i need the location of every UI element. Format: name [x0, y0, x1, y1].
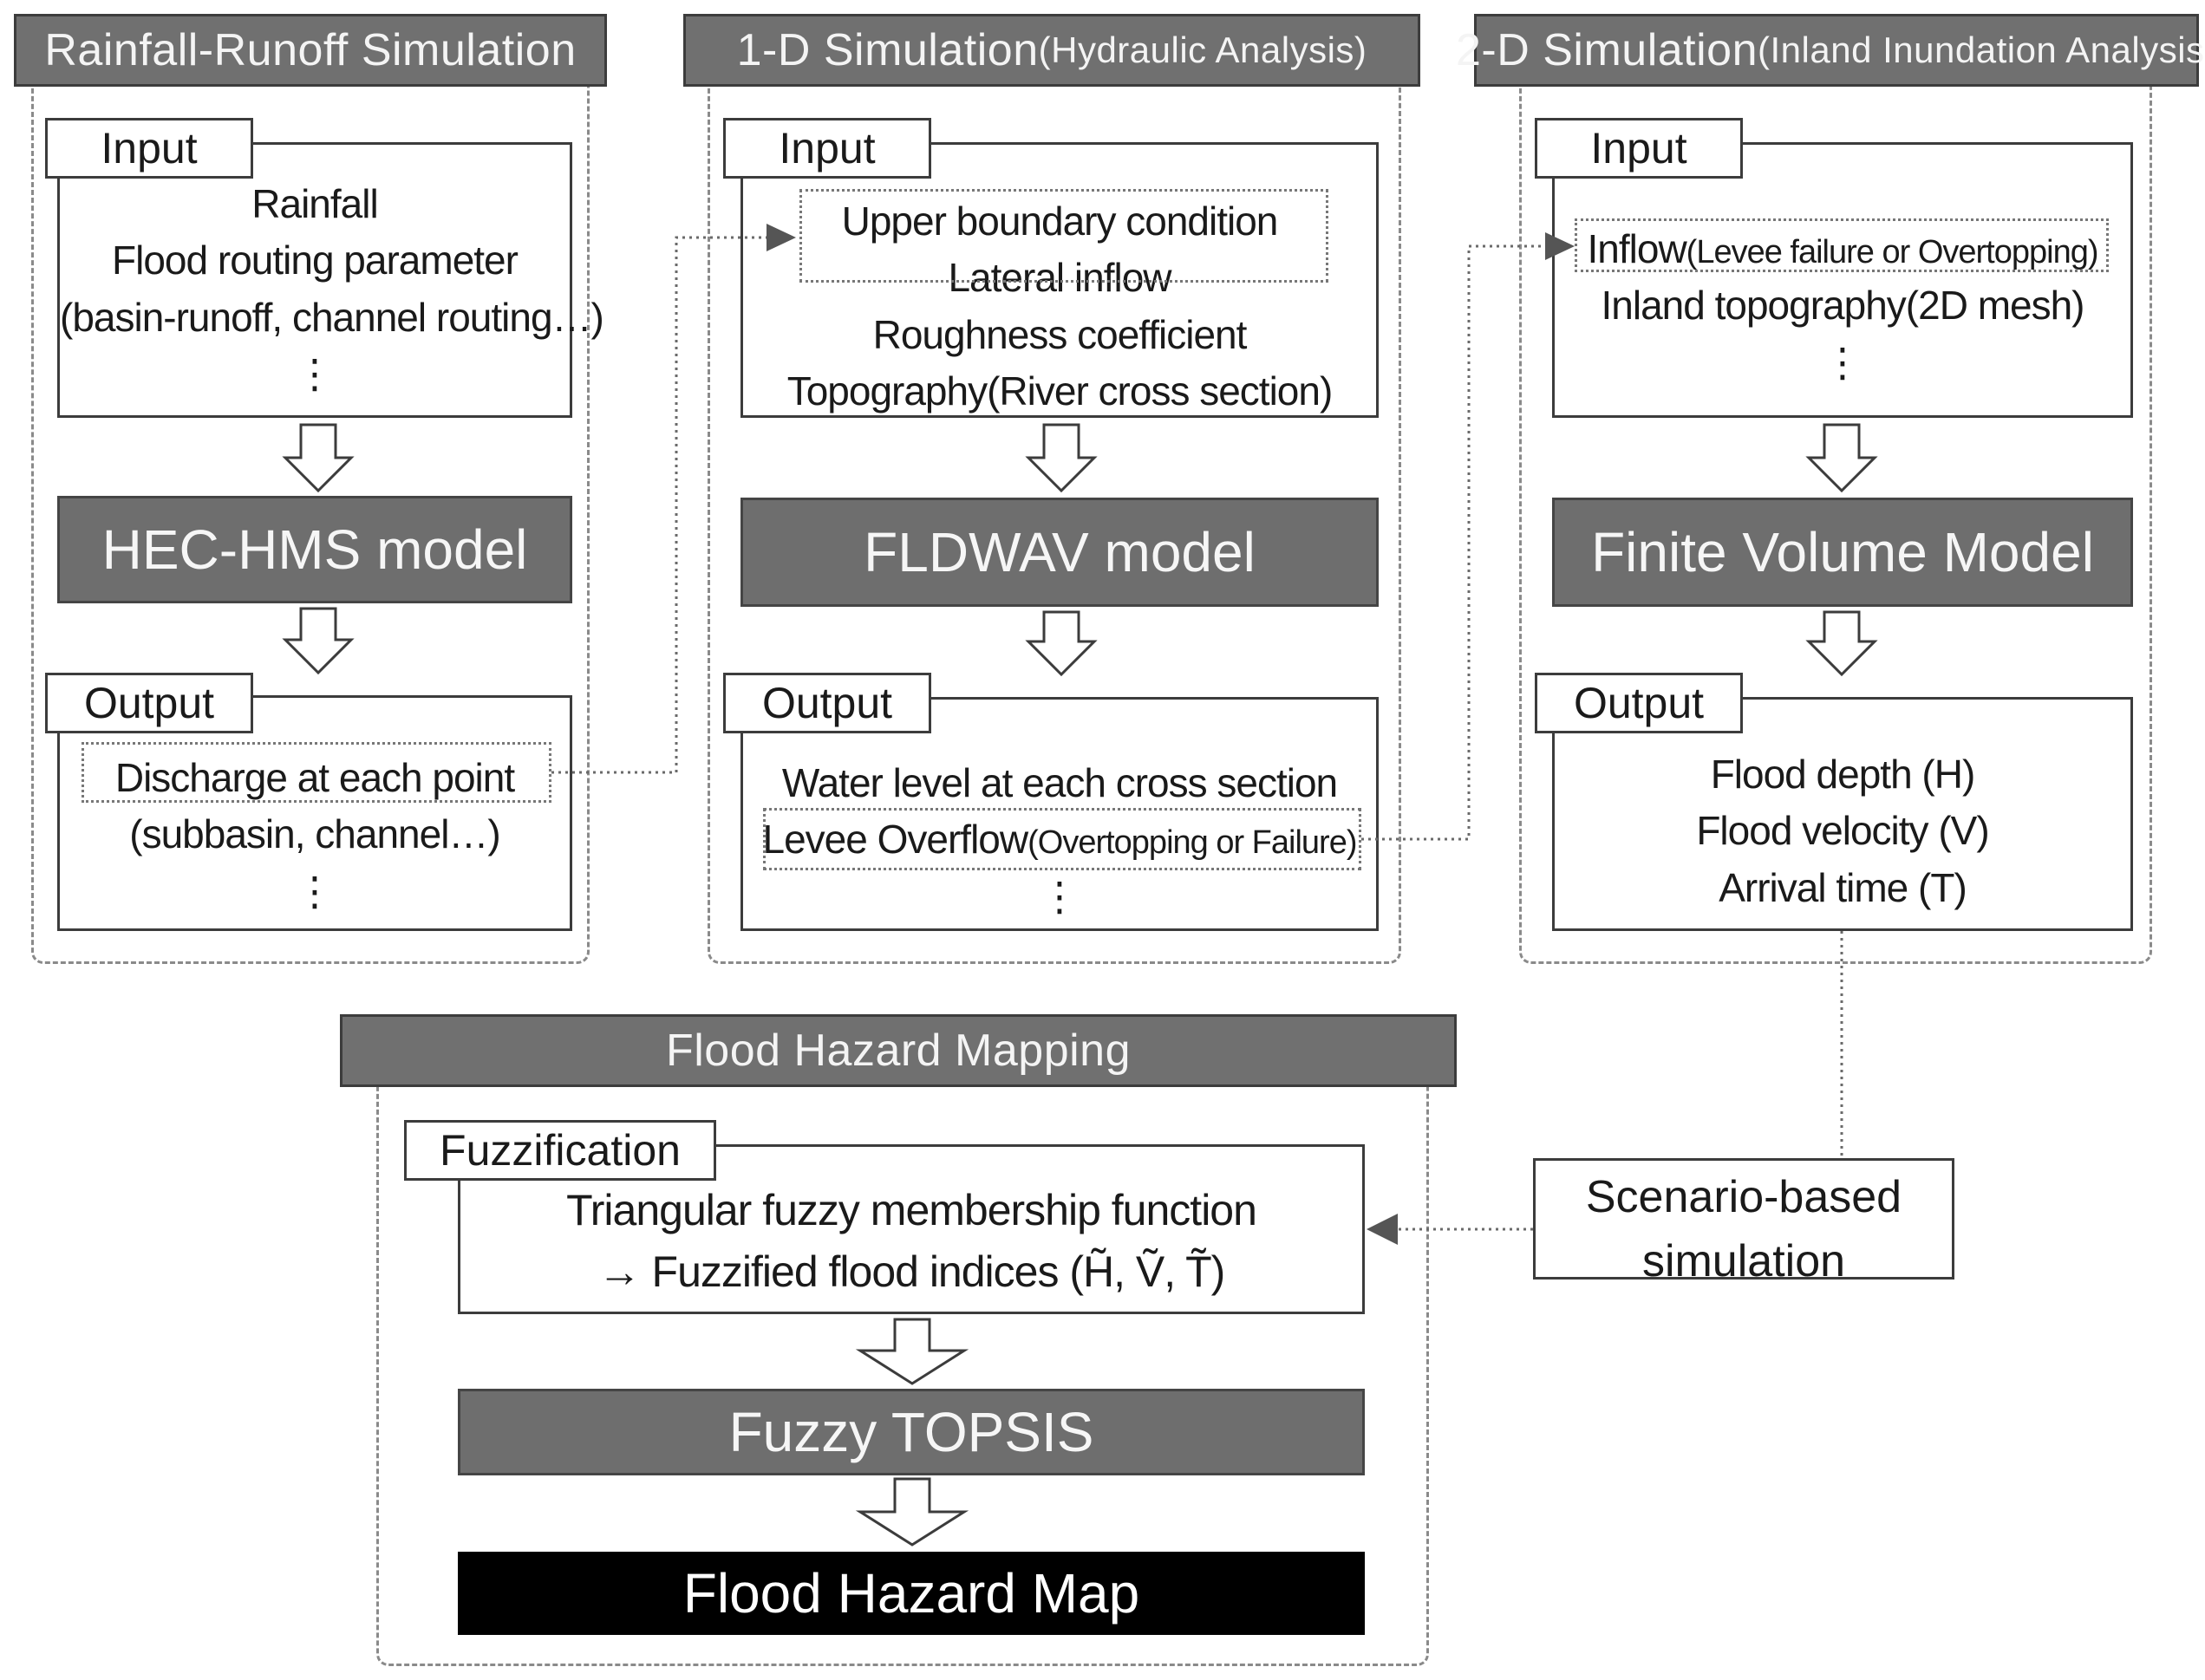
rainfall-runoff-title: Rainfall-Runoff Simulation — [44, 25, 577, 75]
finite-volume-model-box: Finite Volume Model — [1552, 498, 2133, 607]
one-d-output-label: Output — [761, 679, 893, 727]
one-d-input-line-4: Topography(River cross section) — [786, 368, 1334, 413]
flood-hazard-map-box: Flood Hazard Map — [458, 1552, 1365, 1635]
one-d-input-tab: Input — [723, 118, 931, 179]
two-d-input-box: Inflow(Levee failure or Overtopping) Inl… — [1552, 142, 2133, 418]
one-d-output-ellipsis: ⋮ — [1040, 873, 1080, 919]
one-d-output-line-1: Water level at each cross section — [781, 760, 1338, 805]
fuzzification-label: Fuzzification — [440, 1126, 681, 1175]
arrow-down-hms-out — [282, 607, 355, 675]
rainfall-input-line-1: Rainfall — [251, 181, 378, 226]
one-d-title: 1-D Simulation — [736, 25, 1039, 75]
one-d-output-box: Water level at each cross section Levee … — [740, 697, 1379, 931]
two-d-input-tab: Input — [1535, 118, 1743, 179]
rainfall-input-ellipsis: ⋮ — [295, 350, 335, 396]
levee-overflow-text: Levee Overflow — [762, 817, 1029, 863]
flood-hazard-map-label: Flood Hazard Map — [682, 1562, 1140, 1625]
fldwav-model-label: FLDWAV model — [864, 521, 1256, 583]
two-d-input-label: Input — [1590, 124, 1687, 173]
arrowhead-1d-input — [767, 224, 796, 251]
two-d-input-ellipsis: ⋮ — [1823, 339, 1863, 385]
finite-volume-model-label: Finite Volume Model — [1591, 521, 2094, 583]
rainfall-output-line-1: Discharge at each point — [114, 755, 515, 800]
scenario-line-2: simulation — [1641, 1235, 1846, 1286]
arrow-down-map-in — [855, 1477, 969, 1547]
fuzzy-topsis-box: Fuzzy TOPSIS — [458, 1389, 1365, 1475]
rainfall-input-line-2: Flood routing parameter — [112, 238, 519, 283]
hazard-mapping-title: Flood Hazard Mapping — [665, 1026, 1132, 1076]
arrow-down-hms-in — [282, 423, 355, 493]
two-d-input-line-1: Inflow(Levee failure or Overtopping) — [1555, 221, 2130, 277]
two-d-title: 2-D Simulation — [1455, 25, 1758, 75]
one-d-input-line-1: Upper boundary condition — [841, 199, 1279, 244]
fuzzification-line-2: → Fuzzified flood indices (H̃, Ṽ, T̃) — [597, 1247, 1226, 1296]
hec-hms-model-box: HEC-HMS model — [57, 496, 572, 603]
scenario-line-1: Scenario-based — [1585, 1172, 1902, 1222]
rainfall-output-box: Discharge at each point (subbasin, chann… — [57, 695, 572, 931]
scenario-box: Scenario-based simulation — [1533, 1158, 1954, 1286]
two-d-header: 2-D Simulation(Inland Inundation Analysi… — [1456, 14, 2205, 87]
arrow-down-topsis-in — [855, 1318, 969, 1385]
fldwav-model-box: FLDWAV model — [740, 498, 1379, 607]
inflow-text: Inflow — [1587, 226, 1687, 271]
rainfall-output-tab: Output — [45, 673, 253, 733]
rainfall-input-tab: Input — [45, 118, 253, 179]
fuzzification-line-1: Triangular fuzzy membership function — [566, 1186, 1257, 1234]
one-d-header: 1-D Simulation(Hydraulic Analysis) — [683, 14, 1420, 87]
fuzzification-tab: Fuzzification — [404, 1120, 716, 1181]
boundary-inflow-highlight — [799, 189, 1328, 283]
two-d-output-tab: Output — [1535, 673, 1743, 733]
arrowhead-2d-input — [1545, 232, 1575, 260]
inflow-highlight — [1575, 218, 2109, 272]
connector-discharge-to-1d — [551, 236, 772, 774]
discharge-highlight — [82, 742, 551, 803]
rainfall-input-label: Input — [101, 124, 198, 173]
levee-overflow-highlight — [763, 808, 1361, 870]
arrowhead-fuzzification — [1367, 1214, 1398, 1245]
fuzzy-topsis-label: Fuzzy TOPSIS — [728, 1401, 1094, 1463]
two-d-output-line-1: Flood depth (H) — [1710, 752, 1976, 797]
levee-overflow-sub: (Overtopping or Failure) — [1027, 824, 1357, 862]
rainfall-output-label: Output — [83, 679, 215, 727]
one-d-title-sub: (Hydraulic Analysis) — [1038, 29, 1367, 70]
two-d-input-line-2: Inland topography(2D mesh) — [1601, 283, 2085, 329]
hazard-mapping-header: Flood Hazard Mapping — [340, 1014, 1457, 1087]
one-d-input-label: Input — [779, 124, 876, 173]
one-d-output-tab: Output — [723, 673, 931, 733]
hec-hms-model-label: HEC-HMS model — [101, 518, 528, 581]
connector-levee-to-2d — [1361, 244, 1547, 841]
rainfall-input-box: Rainfall Flood routing parameter (basin-… — [57, 142, 604, 418]
two-d-output-line-2: Flood velocity (V) — [1696, 808, 1989, 854]
two-d-output-line-3: Arrival time (T) — [1719, 864, 1967, 910]
rainfall-output-line-2: (subbasin, channel…) — [129, 811, 500, 857]
two-d-output-label: Output — [1573, 679, 1705, 727]
inflow-sub: (Levee failure or Overtopping) — [1686, 234, 2099, 270]
arrow-down-fldwav-out — [1025, 610, 1098, 677]
arrow-down-fvm-in — [1805, 423, 1878, 493]
arrow-down-fldwav-in — [1025, 423, 1098, 493]
two-d-title-sub: (Inland Inundation Analysis) — [1758, 29, 2205, 70]
one-d-output-line-2: Levee Overflow(Overtopping or Failure) — [743, 811, 1376, 868]
two-d-output-box: Flood depth (H) Flood velocity (V) Arriv… — [1552, 697, 2133, 931]
rainfall-input-line-3: (basin-runoff, channel routing…) — [60, 294, 604, 340]
one-d-input-line-3: Roughness coefficient — [872, 311, 1248, 357]
rainfall-runoff-header: Rainfall-Runoff Simulation — [14, 14, 607, 87]
arrow-down-fvm-out — [1805, 610, 1878, 677]
rainfall-output-ellipsis: ⋮ — [295, 868, 335, 914]
one-d-input-line-2: Lateral inflow — [948, 255, 1171, 301]
